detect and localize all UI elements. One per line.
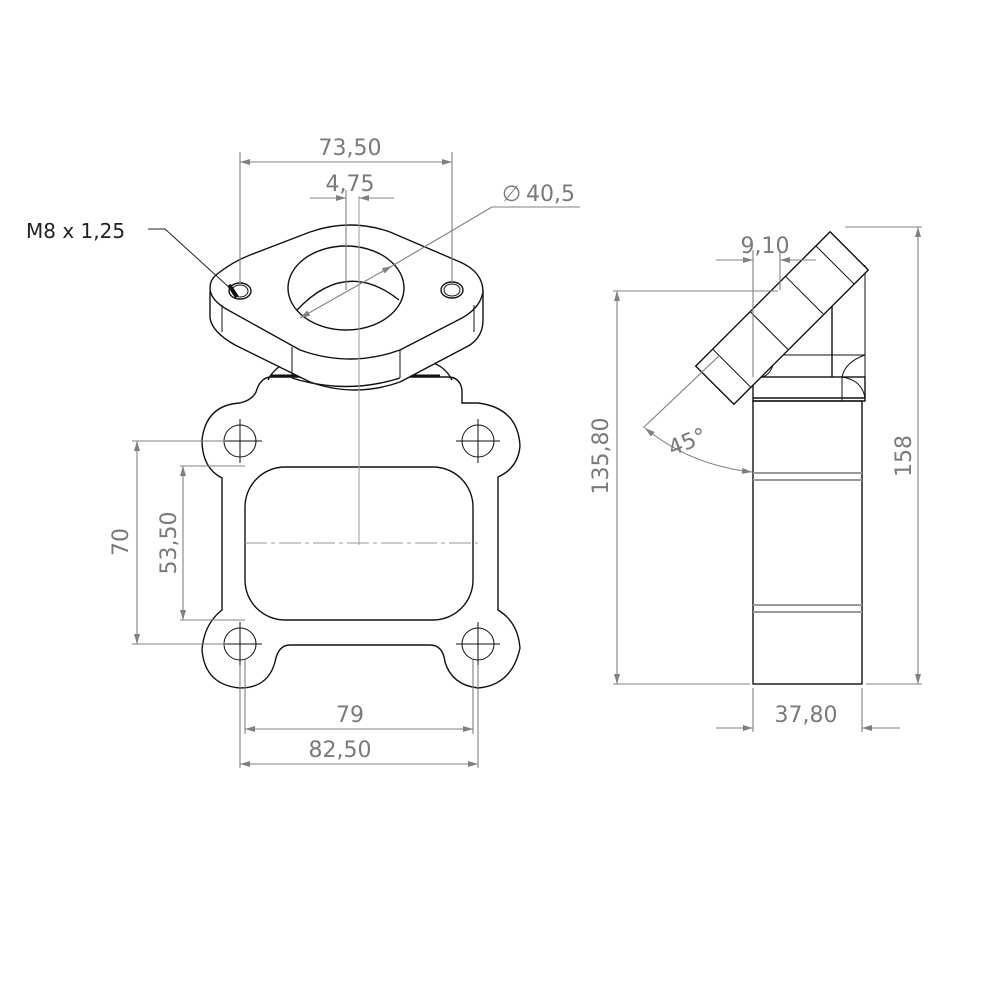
thread-callout: M8 x 1,25 [26,219,233,291]
dimension-70: 70 [109,440,225,645]
dimension-73-50: 73,50 [239,136,453,285]
dim-label-82-50: 82,50 [309,738,372,763]
dim-label-4-75: 4,75 [326,172,375,197]
mounting-plate [201,376,521,689]
dimension-bore-diameter: ∅ 40,5 [299,182,580,319]
dim-label-9-10: 9,10 [741,234,790,259]
diameter-symbol: ∅ [502,182,521,207]
dim-label-79: 79 [336,703,364,728]
dimension-53-50: 53,50 [157,465,245,621]
bolt-hole-top-right [456,419,500,463]
front-view: 73,50 4,75 ∅ 40,5 M8 x 1,25 70 [26,136,580,768]
dimension-79: 79 [244,660,474,734]
dim-label-45-deg: 45° [665,424,711,462]
thread-callout-label: M8 x 1,25 [26,219,125,243]
dim-label-40-5: 40,5 [526,182,575,207]
side-body [752,400,863,685]
angled-inlet [694,230,870,406]
dim-label-53-50: 53,50 [157,512,182,575]
dimension-37-80: 37,80 [716,688,900,732]
dimension-135-80: 135,80 [589,290,778,685]
dim-label-135-80: 135,80 [589,418,614,495]
bolt-hole-bottom-right [456,622,500,666]
side-view: 9,10 135,80 45° 158 37,80 [589,226,922,732]
dimension-9-10: 9,10 [716,234,816,377]
dim-label-70: 70 [109,528,134,556]
dim-label-158: 158 [892,435,917,477]
dim-label-73-50: 73,50 [319,136,382,161]
dim-label-37-80: 37,80 [775,703,838,728]
dimension-82-50: 82,50 [239,665,479,768]
dimension-4-75: 4,75 [310,172,394,290]
dimension-158: 158 [845,226,922,685]
